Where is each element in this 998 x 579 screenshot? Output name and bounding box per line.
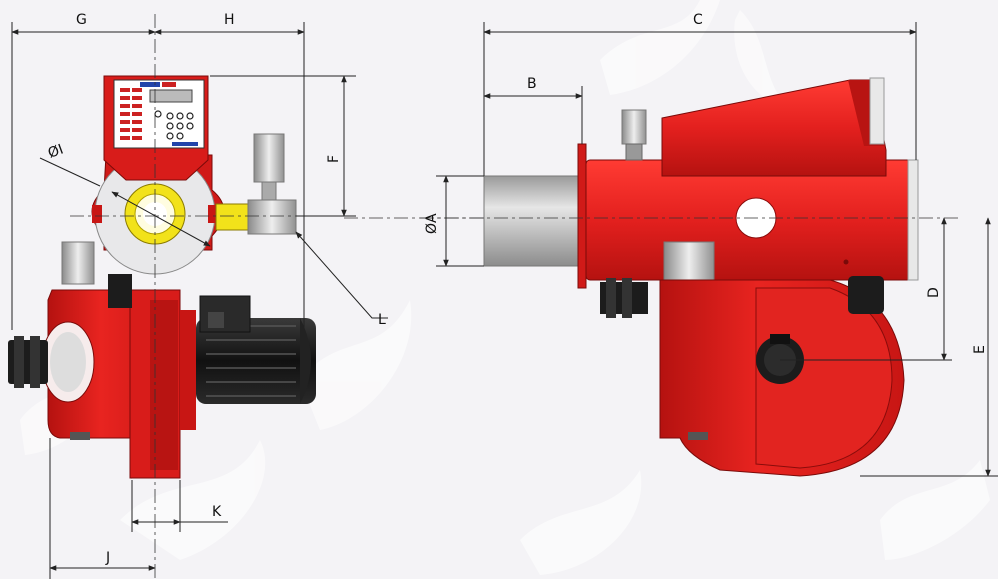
label-e: E xyxy=(972,345,988,354)
label-b: B xyxy=(527,76,537,92)
gas-connection xyxy=(215,133,297,235)
air-pressure-switch xyxy=(663,241,715,285)
side-view xyxy=(483,77,919,477)
electric-motor xyxy=(180,295,316,430)
top-cover xyxy=(661,77,887,177)
label-f: F xyxy=(326,155,342,163)
label-j: J xyxy=(105,550,110,566)
label-c: C xyxy=(693,12,703,28)
label-d: D xyxy=(926,287,942,298)
label-k: K xyxy=(212,504,222,520)
air-intake-connector xyxy=(8,336,48,388)
blower-housing xyxy=(41,289,181,479)
label-l: L xyxy=(378,312,386,328)
label-phi-a: ØA xyxy=(424,213,440,234)
label-phi-i: ØI xyxy=(46,142,66,162)
ignition-transformer xyxy=(108,274,132,308)
fan-volute xyxy=(659,259,905,477)
burner-body xyxy=(585,159,919,281)
control-panel xyxy=(103,75,209,181)
gas-valve xyxy=(621,109,647,161)
mounting-flange xyxy=(577,143,587,289)
pressure-switch xyxy=(61,241,95,285)
front-view xyxy=(8,75,316,479)
dimension-lines xyxy=(11,14,998,579)
label-h: H xyxy=(224,12,235,28)
dimension-labels: G H C B F ØI ØA D E L K J xyxy=(46,12,988,566)
blast-tube xyxy=(483,175,585,267)
label-g: G xyxy=(76,12,87,28)
bottom-connector xyxy=(600,278,648,318)
